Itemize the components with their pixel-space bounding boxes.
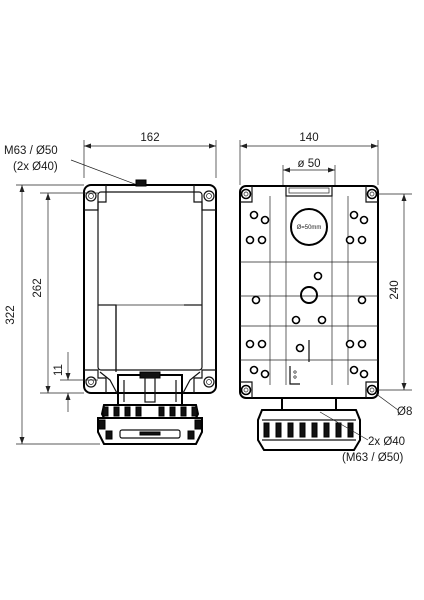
left-side-view: 162 M63 / Ø50 (2x Ø40) — [4, 132, 217, 445]
right-back-view: 140 ø 50 Ø=50mm — [239, 132, 412, 464]
gland-label-right-2: (M63 / Ø50) — [342, 452, 404, 464]
dim-width-140: 140 — [299, 132, 318, 144]
dim-opening-50: ø 50 — [297, 158, 320, 170]
gland-teeth — [263, 422, 354, 438]
gland-label-left-1: M63 / Ø50 — [4, 145, 58, 157]
dim-mount-hole-8: Ø8 — [397, 406, 412, 418]
dim-height-11: 11 — [53, 364, 65, 376]
dim-height-262: 262 — [32, 278, 44, 297]
knockout-holes — [245, 210, 369, 379]
dim-width-162: 162 — [140, 132, 159, 144]
dim-height-322: 322 — [5, 305, 17, 324]
dim-hole-spacing-240: 240 — [389, 280, 401, 299]
gland-label-right-1: 2x Ø40 — [368, 436, 405, 448]
gland-label-left-2: (2x Ø40) — [13, 161, 58, 173]
cap-teeth-left — [102, 406, 198, 417]
opening-inner-label: Ø=50mm — [297, 225, 322, 231]
